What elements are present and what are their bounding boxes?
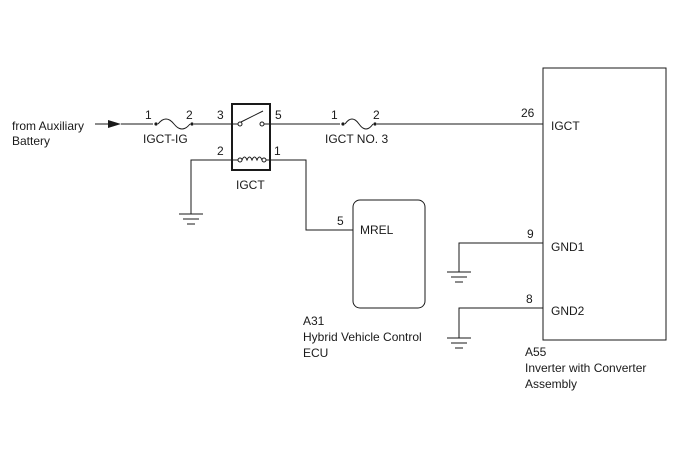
relay-pin-1: 1 bbox=[274, 144, 281, 158]
inverter-igct-terminal: IGCT bbox=[551, 119, 580, 133]
ecu-a31-name-line1: Hybrid Vehicle Control bbox=[303, 330, 422, 344]
ground-icon bbox=[447, 337, 471, 349]
ecu-a31-name-line2: ECU bbox=[303, 346, 328, 360]
ecu-a31-box bbox=[352, 199, 426, 309]
fuse-igct-no3-label: IGCT NO. 3 bbox=[325, 132, 388, 146]
inverter-gnd1-pin: 9 bbox=[527, 227, 534, 241]
ground-icon bbox=[179, 213, 203, 225]
inverter-gnd2-pin: 8 bbox=[526, 292, 533, 306]
relay-pin-5: 5 bbox=[275, 108, 282, 122]
ground-icon bbox=[447, 271, 471, 283]
inverter-a55-name-line2: Assembly bbox=[525, 377, 577, 391]
inverter-gnd2-terminal: GND2 bbox=[551, 304, 585, 318]
inverter-igct-pin: 26 bbox=[521, 106, 535, 120]
inverter-gnd1-terminal: GND1 bbox=[551, 240, 585, 254]
relay-pin-3: 3 bbox=[217, 108, 224, 122]
relay-igct-label: IGCT bbox=[236, 178, 265, 192]
gnd2-wire bbox=[458, 307, 543, 338]
fuse-igct-ig-pin-in: 1 bbox=[145, 108, 152, 122]
fuse-igct-no3-pin-out: 2 bbox=[373, 108, 380, 122]
fuse-igct-ig-label: IGCT-IG bbox=[143, 132, 188, 146]
relay-ground-wire bbox=[190, 159, 232, 214]
fuse-igct-ig bbox=[121, 118, 232, 130]
gnd1-wire bbox=[458, 242, 543, 272]
ecu-mrel-terminal: MREL bbox=[360, 223, 394, 237]
relay-coil-icon bbox=[232, 156, 270, 163]
fuse-symbol-icon bbox=[344, 118, 374, 130]
relay-pin-2: 2 bbox=[217, 144, 224, 158]
inverter-a55-box bbox=[542, 67, 667, 341]
source-label-line1: from Auxiliary bbox=[12, 119, 84, 133]
inverter-a55-name-line1: Inverter with Converter bbox=[525, 361, 646, 375]
fuse-igct-no3 bbox=[270, 118, 543, 130]
fuse-symbol-icon bbox=[157, 118, 191, 130]
inverter-a55-code: A55 bbox=[525, 345, 547, 359]
battery-arrow-icon bbox=[108, 120, 121, 128]
ecu-a31-code: A31 bbox=[303, 314, 325, 328]
relay-switch-arm-icon bbox=[240, 110, 264, 123]
source-label-line2: Battery bbox=[12, 134, 50, 148]
mrel-wire bbox=[270, 159, 353, 231]
fuse-igct-ig-pin-out: 2 bbox=[186, 108, 193, 122]
fuse-igct-no3-pin-in: 1 bbox=[331, 108, 338, 122]
ecu-mrel-pin: 5 bbox=[337, 214, 344, 228]
